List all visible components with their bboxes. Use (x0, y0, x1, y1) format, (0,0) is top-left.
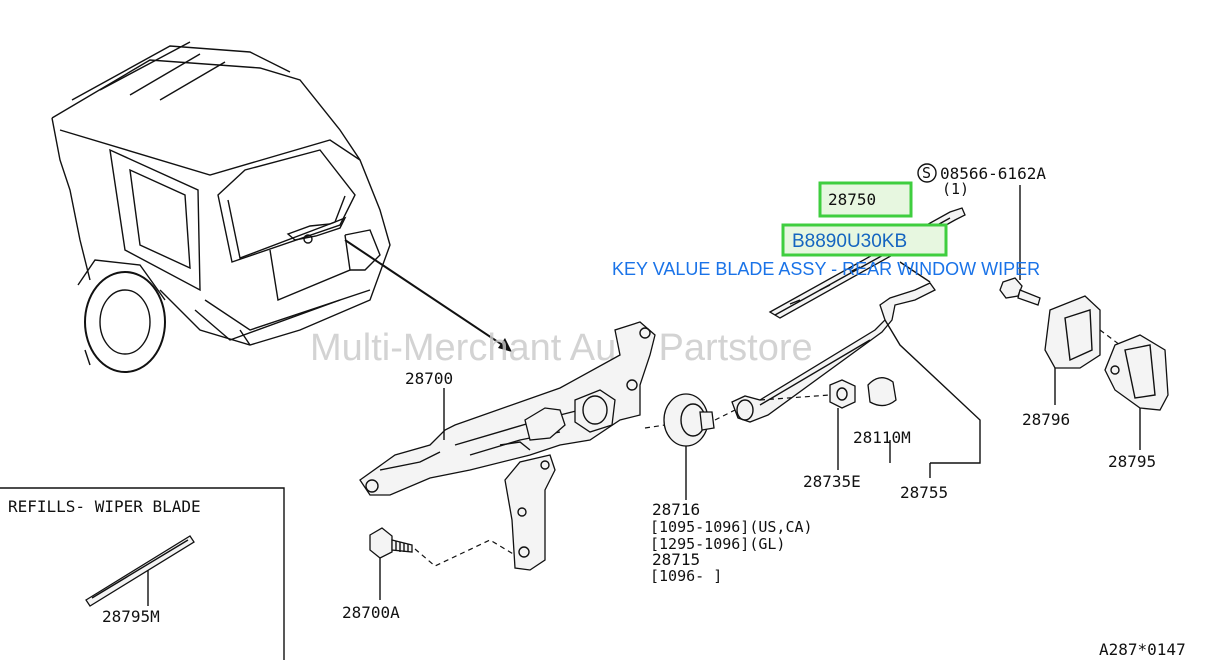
vehicle-illustration (51, 41, 391, 373)
diagram-code: A287*0147 (1099, 640, 1186, 659)
label-range-us-ca: [1095-1096](US,CA) (650, 518, 813, 536)
highlight-box-oem (781, 223, 948, 257)
wiper-arm-28755 (731, 282, 981, 478)
label-28700: 28700 (405, 369, 453, 388)
cover-28796 (1044, 295, 1101, 405)
screw-08566 (917, 163, 1041, 306)
nut-28735e (759, 379, 856, 470)
label-28110m: 28110M (853, 428, 911, 447)
label-28796: 28796 (1022, 410, 1070, 429)
label-28716: 28716 (652, 500, 700, 519)
highlight-oem-number: B8890U30KB (792, 231, 907, 252)
highlight-oem-code[interactable]: B8890U30KB (781, 223, 948, 257)
highlight-part-number: 28750 (828, 190, 876, 209)
label-range-gl: [1295-1096](GL) (650, 535, 785, 553)
refills-inset: REFILLS- WIPER BLADE 28795M (0, 487, 285, 660)
key-value-description: KEY VALUE BLADE ASSY - REAR WINDOW WIPER (612, 259, 1040, 279)
label-28715: 28715 (652, 550, 700, 569)
highlight-part-28750[interactable]: 28750 (818, 181, 913, 218)
wiper-motor-assembly (359, 321, 656, 571)
label-screw-qty: (1) (942, 180, 969, 198)
label-range-1096: [1096- ] (650, 567, 722, 585)
label-08566-6162a: 08566-6162A (940, 164, 1046, 183)
screw-symbol: S (922, 164, 931, 182)
location-arrow (344, 239, 512, 352)
refills-title: REFILLS- WIPER BLADE (8, 497, 201, 516)
label-28735e: 28735E (803, 472, 861, 491)
bracket-28795 (1099, 329, 1169, 450)
label-28795m: 28795M (102, 607, 160, 626)
watermark: Multi-Merchant Auto Partstore (310, 327, 813, 369)
cap-28110m (867, 377, 897, 407)
label-28700a: 28700A (342, 603, 400, 622)
label-28755: 28755 (900, 483, 948, 502)
bolt-28700a (369, 527, 516, 600)
label-28795: 28795 (1108, 452, 1156, 471)
highlight-box-part (818, 181, 913, 218)
seal-28716 (644, 393, 736, 500)
